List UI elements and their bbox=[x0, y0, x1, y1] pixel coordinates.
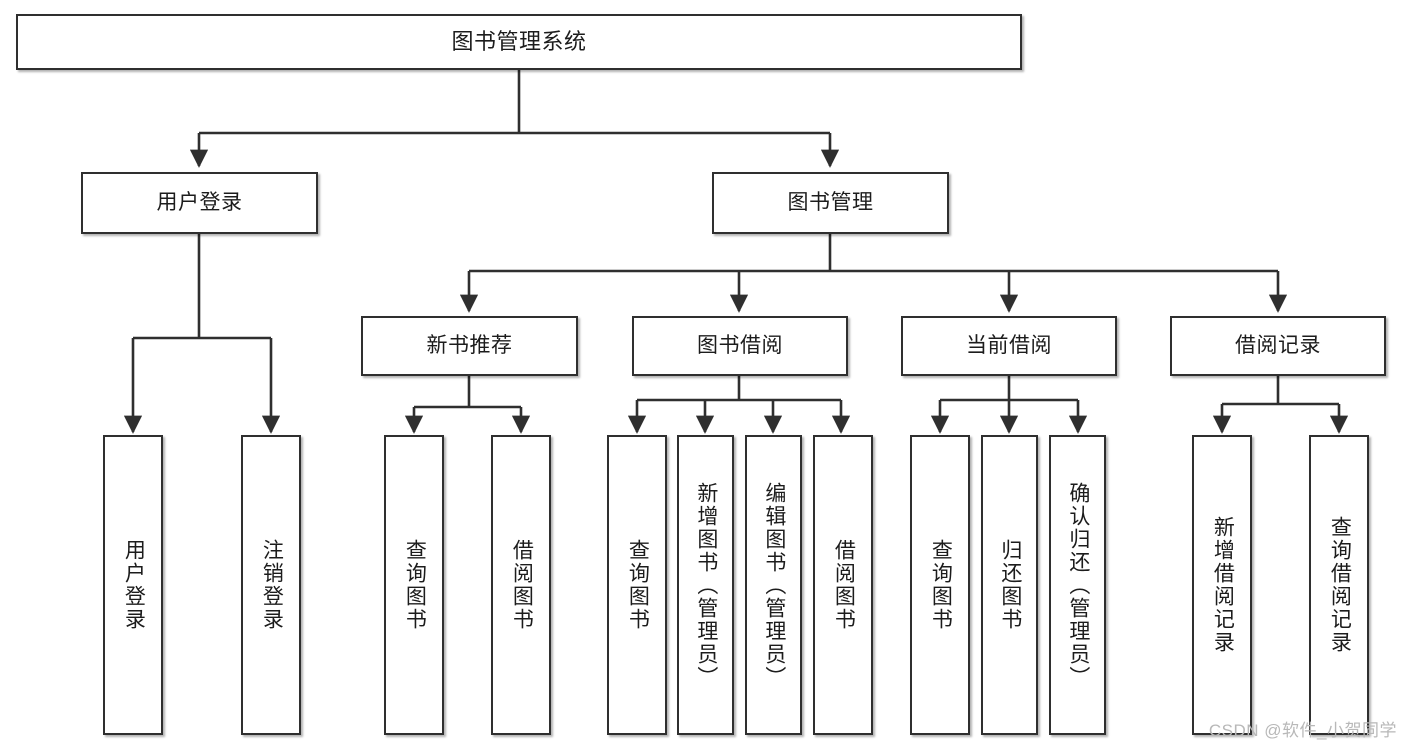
leaf-query-borrow-record[interactable]: 查询借阅记录 bbox=[1309, 435, 1369, 735]
leaf-add-borrow-record[interactable]: 新增借阅记录 bbox=[1192, 435, 1252, 735]
leaf-query-book-current[interactable]: 查询图书 bbox=[910, 435, 970, 735]
node-label: 查询图书 bbox=[929, 539, 953, 631]
node-label: 图书管理系统 bbox=[451, 29, 587, 55]
node-label: 用户登录 bbox=[156, 190, 243, 214]
node-label: 注销登录 bbox=[260, 539, 284, 631]
leaf-query-book-borrow[interactable]: 查询图书 bbox=[607, 435, 667, 735]
node-label: 借阅记录 bbox=[1235, 333, 1321, 357]
node-current-borrow[interactable]: 当前借阅 bbox=[901, 316, 1117, 376]
node-label: 新书推荐 bbox=[426, 333, 513, 357]
node-book-borrow[interactable]: 图书借阅 bbox=[632, 316, 848, 376]
leaf-borrow-book-recommend[interactable]: 借阅图书 bbox=[491, 435, 551, 735]
node-label: 查询图书 bbox=[626, 539, 650, 631]
node-label: 编辑图书（管理员） bbox=[762, 481, 786, 689]
leaf-logout[interactable]: 注销登录 bbox=[241, 435, 301, 735]
leaf-borrow-book[interactable]: 借阅图书 bbox=[813, 435, 873, 735]
node-label: 借阅图书 bbox=[832, 539, 856, 631]
node-label: 新增借阅记录 bbox=[1211, 516, 1235, 654]
node-label: 当前借阅 bbox=[966, 333, 1052, 357]
node-label: 图书借阅 bbox=[697, 333, 783, 357]
node-label: 图书管理 bbox=[787, 190, 874, 214]
leaf-add-book-admin[interactable]: 新增图书（管理员） bbox=[677, 435, 734, 735]
node-borrow-record[interactable]: 借阅记录 bbox=[1170, 316, 1386, 376]
node-label: 新增图书（管理员） bbox=[694, 481, 718, 689]
node-root-system[interactable]: 图书管理系统 bbox=[16, 14, 1022, 70]
leaf-user-login[interactable]: 用户登录 bbox=[103, 435, 163, 735]
leaf-query-book-recommend[interactable]: 查询图书 bbox=[384, 435, 444, 735]
node-label: 用户登录 bbox=[122, 539, 146, 631]
node-label: 借阅图书 bbox=[510, 539, 534, 631]
node-book-management[interactable]: 图书管理 bbox=[712, 172, 949, 234]
leaf-confirm-return-admin[interactable]: 确认归还（管理员） bbox=[1049, 435, 1106, 735]
node-user-login[interactable]: 用户登录 bbox=[81, 172, 318, 234]
node-new-book-recommend[interactable]: 新书推荐 bbox=[361, 316, 578, 376]
leaf-return-book[interactable]: 归还图书 bbox=[981, 435, 1038, 735]
node-label: 查询借阅记录 bbox=[1328, 516, 1352, 654]
node-label: 确认归还（管理员） bbox=[1066, 481, 1090, 689]
node-label: 归还图书 bbox=[998, 539, 1022, 631]
csdn-watermark: CSDN @软件_小贺同学 bbox=[1208, 721, 1397, 740]
leaf-edit-book-admin[interactable]: 编辑图书（管理员） bbox=[745, 435, 802, 735]
node-label: 查询图书 bbox=[403, 539, 427, 631]
